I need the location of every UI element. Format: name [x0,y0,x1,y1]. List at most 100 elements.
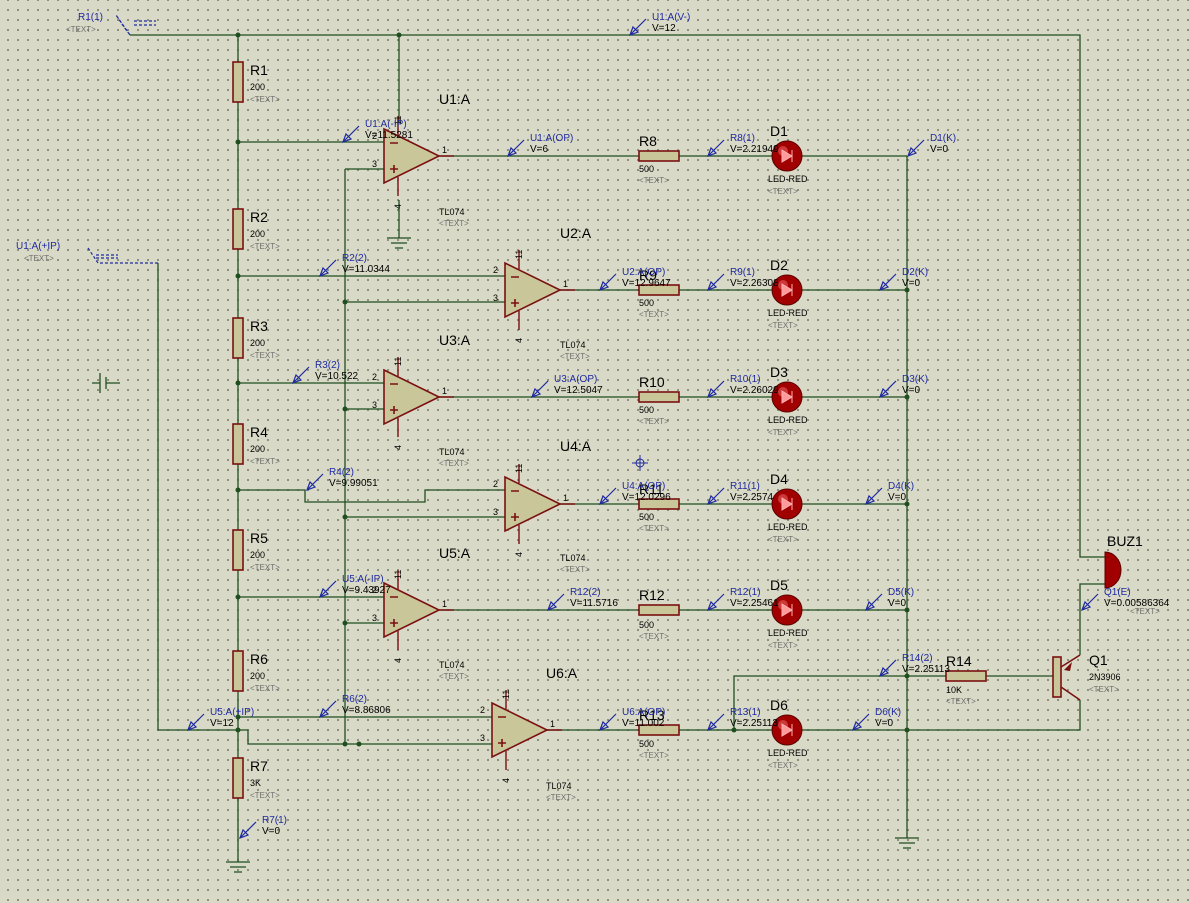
voltage-probe[interactable]: U3:A(OP)V=12.5047 [530,374,603,399]
resistor-ref: R14 [946,653,972,669]
voltage-probe[interactable]: R6(2)V=8.86806 [318,694,391,719]
voltage-probe[interactable]: R8(1)V=2.21949 [706,133,779,158]
voltage-probe[interactable]: D5(K)V=0 [864,587,914,612]
buzzer-buz1[interactable]: BUZ1<TEXT> [1104,533,1160,616]
resistor-text-tag: <TEXT> [250,563,280,572]
voltage-probe[interactable]: R12(2)V=11.5716 [546,587,618,612]
voltage-probe[interactable]: R14(2)V=2.25113 [878,653,950,678]
resistor-text-tag: <TEXT> [639,310,669,319]
probe-arrow-icon [628,18,647,37]
voltage-probe[interactable]: R13(1)V=2.25113 [706,707,778,732]
pin-number: 4 [393,204,403,209]
probe-value: V=2.25113 [902,664,950,675]
generator-terminal[interactable]: R1(1)<TEXT> [66,12,156,36]
probe-arrow-icon [506,139,525,158]
probe-name: U5:A(+IP) [210,707,254,718]
voltage-probe[interactable]: D2(K)V=0 [878,267,928,292]
probe-value: V=11.5281 [365,130,413,141]
voltage-probe[interactable]: U6:A(OP)V=11.002 [598,707,665,732]
voltage-probe[interactable]: R2(2)V=11.0344 [318,253,390,278]
voltage-probe[interactable]: Q1(E)V=0.00586364 [1080,587,1170,612]
probe-value: V=0 [888,492,907,503]
resistor-text-tag: <TEXT> [946,697,976,706]
led-arrow-icon [781,283,793,297]
resistor-ref: R8 [639,133,657,149]
voltage-probe[interactable]: R11(1)V=2.2574 [706,481,774,506]
voltage-probe[interactable]: U1:A(-IP)V=11.5281 [341,119,413,144]
led-part: LED-RED [768,174,808,184]
transistor-ref: Q1 [1089,652,1108,668]
led-text-tag: <TEXT> [768,321,798,330]
probe-name: U1:A(-IP) [365,119,407,130]
voltage-probe[interactable]: D6(K)V=0 [851,707,901,732]
opamp-ref: U6:A [546,665,578,681]
pin-number: 11 [393,357,403,366]
voltage-probe[interactable]: R7(1)V=0 [238,815,287,840]
opamp-text-tag: <TEXT> [546,793,576,802]
led-ref: D1 [770,123,788,139]
voltage-probe[interactable]: R10(1)V=2.26029 [706,374,779,399]
opamp-text-tag: <TEXT> [439,459,469,468]
voltage-probe[interactable]: D4(K)V=0 [864,481,914,506]
voltage-probe[interactable]: D1(K)V=0 [906,133,956,158]
resistor-ref: R5 [250,530,268,546]
voltage-probe[interactable]: U1:A(V-)V=12 [628,12,690,37]
buzzer-icon [1104,551,1122,589]
led-text-tag: <TEXT> [768,187,798,196]
generator-terminal[interactable]: U1:A(+IP)<TEXT> [16,241,158,264]
probe-value: V=2.21949 [730,144,779,155]
voltage-probe[interactable]: R9(1)V=2.26308 [706,267,779,292]
voltage-probe[interactable]: U5:A(-IP)V=9.43927 [318,574,391,599]
led-part: LED-RED [768,415,808,425]
probe-name: R7(1) [262,815,287,826]
voltage-probe[interactable]: R4(2)V=9.99051 [305,467,378,492]
voltage-probe[interactable]: R3(2)V=10.522 [291,360,359,385]
led-part: LED-RED [768,748,808,758]
probe-name: U5:A(-IP) [342,574,384,585]
opamp-polarity [390,383,398,414]
voltage-probe[interactable]: U5:A(+IP)V=12 [186,707,254,732]
voltage-probe[interactable]: U4:A(OP)V=12.0296 [598,481,671,506]
voltage-probe[interactable]: U2:A(OP)V=12.9647 [598,267,671,292]
voltage-probe[interactable]: R12(1)V=2.25461 [706,587,779,612]
probe-name: U4:A(OP) [622,481,665,492]
voltage-probe[interactable]: U1:A(OP)V=6 [506,133,573,158]
voltage-probe[interactable]: D3(K)V=0 [878,374,928,399]
probe-arrow-icon [318,700,337,719]
ground-icon [226,861,250,873]
resistor-value: 500 [639,620,654,630]
probe-name: U1:A(V-) [652,12,690,23]
probe-name: D5(K) [888,587,914,598]
probe-value: V=12 [210,718,234,729]
led-ref: D5 [770,577,788,593]
pin-number: 11 [514,464,524,473]
